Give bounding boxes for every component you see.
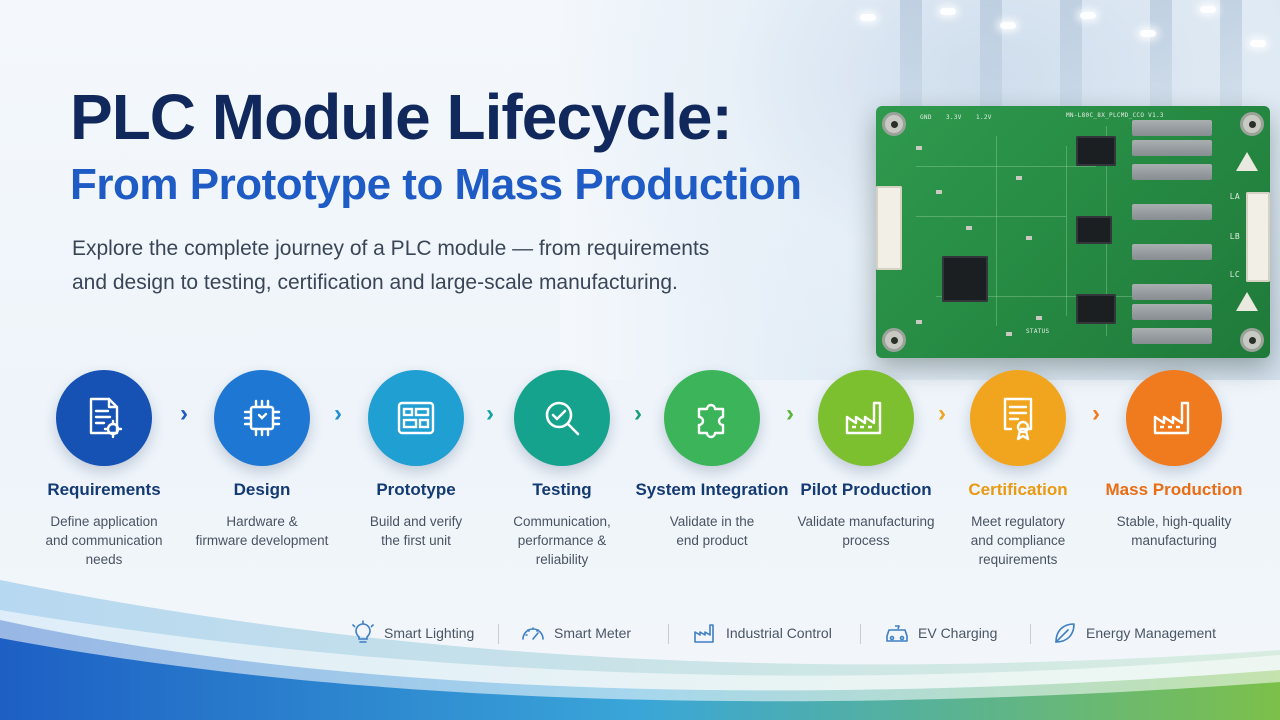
application-energy-management: Energy Management xyxy=(1052,616,1216,650)
step-circle xyxy=(214,370,310,466)
main-chip xyxy=(942,256,988,302)
intro-line-2: and design to testing, certification and… xyxy=(72,271,678,294)
left-connector xyxy=(876,186,902,270)
chevron-right-icon: › xyxy=(634,400,642,427)
chevron-right-icon: › xyxy=(334,400,342,427)
chevron-right-icon: › xyxy=(180,400,188,427)
intro-text: Explore the complete journey of a PLC mo… xyxy=(72,232,792,300)
step-circle xyxy=(368,370,464,466)
car-icon xyxy=(886,625,908,642)
factory-icon xyxy=(1153,401,1190,435)
3v3-label: 3.3V xyxy=(946,114,962,121)
step-circle xyxy=(56,370,152,466)
chip-icon xyxy=(243,399,281,437)
document-gear-icon xyxy=(89,397,123,439)
application-label: Industrial Control xyxy=(726,625,832,641)
factory-icon xyxy=(845,401,882,435)
application-label: Energy Management xyxy=(1086,625,1216,641)
step-circle xyxy=(664,370,760,466)
factory-icon xyxy=(694,624,714,643)
leaf-icon xyxy=(1055,623,1075,643)
gnd-label: GND xyxy=(920,114,932,121)
plc-module-board: MN-L80C_8X_PLCMD_CCO V1.3 GND 3.3V 1.2V … xyxy=(876,106,1270,358)
circuit-board-icon xyxy=(397,401,435,435)
page-title: PLC Module Lifecycle: xyxy=(70,81,733,153)
step-label: Requirements xyxy=(47,480,161,499)
step-circle xyxy=(818,370,914,466)
application-industrial-control: Industrial Control xyxy=(692,616,832,650)
certificate-icon xyxy=(1003,397,1033,441)
step-circle xyxy=(1126,370,1222,466)
chevron-right-icon: › xyxy=(486,400,494,427)
application-ev-charging: EV Charging xyxy=(884,616,997,650)
application-label: Smart Lighting xyxy=(384,625,475,641)
1v2-label: 1.2V xyxy=(976,114,992,121)
application-smart-meter: Smart Meter xyxy=(520,616,631,650)
chevron-right-icon: › xyxy=(786,400,794,427)
chevron-right-icon: › xyxy=(1092,400,1100,427)
step-label: System Integration xyxy=(635,480,789,499)
application-label: EV Charging xyxy=(918,625,998,641)
la-label: LA xyxy=(1229,192,1240,201)
step-label: Certification xyxy=(968,480,1068,499)
chevron-right-icon: › xyxy=(938,400,946,427)
light-bulb-icon xyxy=(352,620,374,643)
magnifier-check-icon xyxy=(545,401,580,436)
step-description: Hardware &firmware development xyxy=(195,514,329,548)
step-description: Communication,performance &reliability xyxy=(513,514,611,567)
bottom-wave-decoration xyxy=(0,580,1280,720)
step-label: Mass Production xyxy=(1105,480,1243,499)
lb-label: LB xyxy=(1229,232,1240,241)
applications-bar: Smart Lighting Smart Meter Industrial Co… xyxy=(350,616,1230,650)
step-circle xyxy=(970,370,1066,466)
board-model-label: MN-L80C_8X_PLCMD_CCO V1.3 xyxy=(1066,112,1164,119)
status-label: STATUS xyxy=(1026,328,1050,335)
page-subtitle-heading: From Prototype to Mass Production xyxy=(70,160,802,209)
step-label: Testing xyxy=(532,480,592,499)
lc-label: LC xyxy=(1229,270,1240,279)
application-label: Smart Meter xyxy=(554,625,632,641)
step-circle xyxy=(514,370,610,466)
right-connector xyxy=(1246,192,1270,282)
intro-line-1: Explore the complete journey of a PLC mo… xyxy=(72,237,710,260)
step-label: Design xyxy=(233,480,291,499)
step-label: Prototype xyxy=(376,480,456,499)
step-label: Pilot Production xyxy=(800,480,932,499)
application-smart-lighting: Smart Lighting xyxy=(350,616,474,650)
puzzle-icon xyxy=(697,403,725,439)
gauge-icon xyxy=(522,627,544,640)
